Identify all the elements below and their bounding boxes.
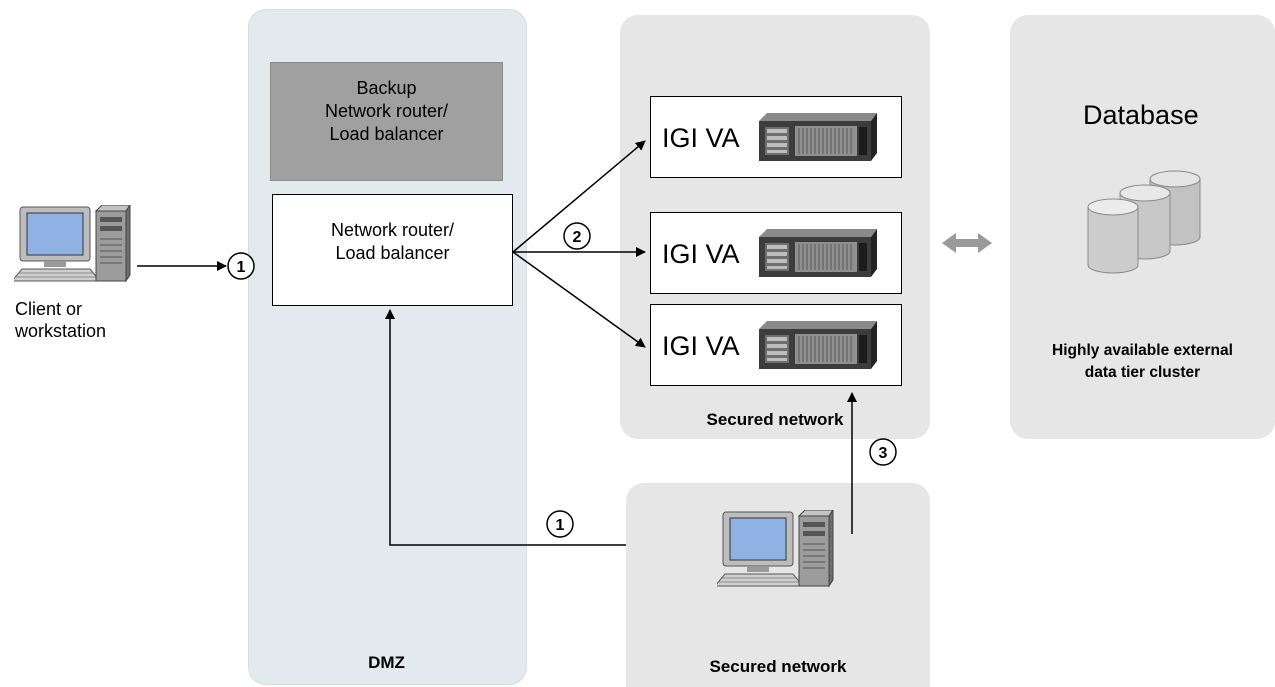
step-circle-admin-va: 3	[869, 438, 897, 466]
igi-va-box-2: IGI VA	[650, 212, 902, 294]
step-number-client: 1	[237, 259, 246, 276]
backup-router-box: Backup Network router/ Load balancer	[270, 62, 503, 181]
igi-va-label-2: IGI VA	[662, 239, 740, 269]
admin-workstation-icon	[717, 510, 834, 588]
step-number-admin-router: 1	[556, 517, 565, 534]
step-circle-client: 1	[227, 252, 255, 280]
igi-va-box-3: IGI VA	[650, 304, 902, 386]
step-circle-admin-router: 1	[546, 510, 574, 538]
database-caption: Highly available external data tier clus…	[1020, 340, 1265, 384]
database-cylinder-icon	[1087, 170, 1201, 274]
bidirectional-arrow-icon	[942, 233, 992, 253]
igi-va-label-3: IGI VA	[662, 331, 740, 361]
router-box: Network router/ Load balancer	[272, 194, 513, 306]
step-circle-router-va: 2	[563, 222, 591, 250]
dmz-label: DMZ	[368, 653, 405, 672]
server-icon	[759, 229, 877, 277]
client-workstation-icon	[14, 205, 131, 283]
step-number-admin-va: 3	[879, 445, 888, 462]
secured-network-label-top: Secured network	[706, 410, 844, 429]
router-line2: Load balancer	[335, 243, 450, 263]
step-number-router-va: 2	[573, 229, 582, 246]
client-label-line1: Client or	[15, 299, 83, 319]
igi-va-label-1: IGI VA	[662, 123, 740, 153]
secured-network-label-bottom: Secured network	[709, 657, 847, 676]
database-caption-line1: Highly available external	[1052, 342, 1233, 359]
router-line1: Network router/	[330, 220, 455, 240]
client-label-line2: workstation	[15, 321, 107, 341]
admin-to-router-arrow	[385, 309, 626, 546]
server-icon	[759, 321, 877, 369]
backup-router-line2: Network router/	[324, 101, 449, 121]
igi-va-box-1: IGI VA	[650, 96, 902, 178]
router-to-va1-arrow	[512, 140, 646, 253]
server-icon	[759, 113, 877, 161]
backup-router-line1: Backup	[356, 78, 417, 98]
backup-router-line3: Load balancer	[329, 124, 444, 144]
router-to-va3-arrow	[512, 251, 646, 348]
database-title: Database	[1083, 100, 1199, 130]
database-caption-line2: data tier cluster	[1084, 364, 1201, 381]
